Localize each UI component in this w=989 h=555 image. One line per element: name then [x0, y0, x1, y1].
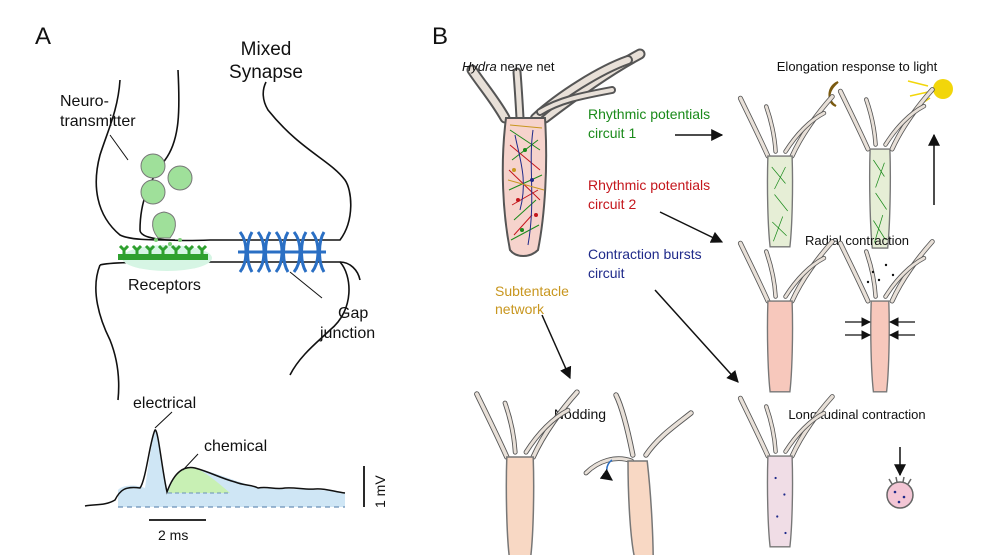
moon-icon	[828, 81, 839, 107]
electrical-label: electrical	[133, 395, 196, 412]
scale-bar-x-label: 2 ms	[158, 527, 188, 543]
subtentacle-label-line1: Subtentacle	[495, 283, 569, 299]
panel-a-letter: A	[35, 23, 51, 50]
receptors	[118, 244, 208, 260]
radial-label: Radial contraction	[805, 233, 909, 248]
rhythmic-circuit-1-label-line1: Rhythmic potentials	[588, 106, 710, 122]
hydra-elongation-light	[840, 90, 932, 249]
gap-junction-leader	[289, 271, 323, 299]
arrow-to-radial	[659, 211, 724, 243]
elongation-label: Elongation response to light	[777, 59, 938, 74]
rhythmic-circuit-2-label-line2: circuit 2	[588, 196, 636, 212]
scale-bar-y-label: 1 mV	[372, 475, 388, 508]
nodding-rotation-arrow	[599, 459, 613, 481]
neurotransmitter-label-line2: transmitter	[60, 113, 136, 130]
contraction-bursts-label-line1: Contraction bursts	[588, 246, 702, 262]
receptors-label: Receptors	[128, 277, 201, 294]
hydra-nerve-net	[466, 48, 646, 257]
presynaptic-membrane	[139, 69, 352, 242]
subtentacle-label-line2: network	[495, 301, 545, 317]
chemical-label: chemical	[204, 438, 267, 455]
gap-junction-label-line1: Gap	[338, 305, 368, 322]
radial-ejecta-dots	[866, 263, 895, 284]
hydra-nodding-bent	[583, 392, 694, 555]
contraction-bursts-label-line2: circuit	[588, 265, 625, 281]
panel-b-letter: B	[432, 23, 448, 50]
hydra-nodding-upright	[477, 392, 577, 555]
mixed-synapse-title-line1: Mixed	[241, 39, 292, 60]
gap-junction-label-line2: junction	[319, 325, 375, 342]
hydra-radial-before	[740, 242, 832, 393]
longitudinal-label: Longitudinal contraction	[788, 407, 925, 422]
hydra-elongation-dark	[740, 97, 832, 248]
chemical-leader	[182, 453, 199, 471]
arrow-to-nodding	[541, 314, 572, 380]
hydra-longitudinal-before	[740, 397, 832, 548]
voltage-trace	[84, 429, 346, 508]
rhythmic-circuit-2-label-line1: Rhythmic potentials	[588, 177, 710, 193]
gap-junction	[238, 231, 326, 273]
vesicles	[140, 153, 193, 246]
postsynaptic-right-edge	[339, 261, 361, 281]
hydra-longitudinal-contracted	[886, 476, 914, 509]
postsynaptic-outer-membrane	[95, 264, 120, 401]
arrow-to-longitudinal	[654, 289, 739, 383]
electrical-leader	[154, 411, 173, 429]
hydra-nerve-net-label: Hydra nerve net	[462, 59, 555, 74]
mixed-synapse-title-line2: Synapse	[229, 62, 303, 83]
neurotransmitter-leader	[109, 134, 129, 161]
rhythmic-circuit-1-label-line2: circuit 1	[588, 125, 636, 141]
neurotransmitter-label-line1: Neuro-	[60, 93, 109, 110]
presynaptic-outer-membrane	[95, 79, 176, 241]
